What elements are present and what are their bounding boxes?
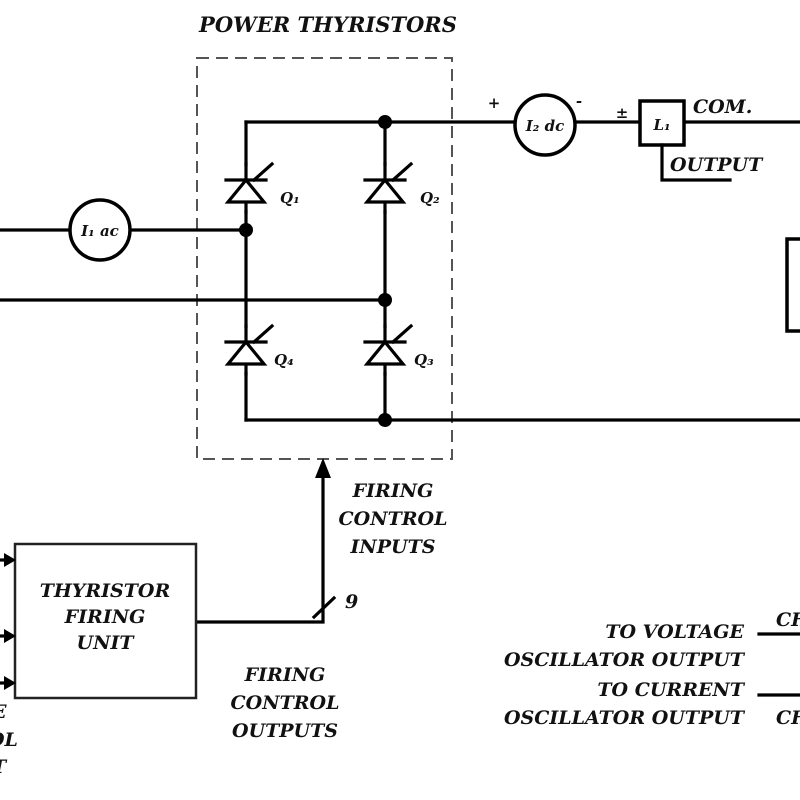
inductor-l1: L₁ ± COM. OUTPUT [616,96,764,182]
firing-inputs-line: INPUTS [350,536,436,558]
oscillator-line: TO CURRENT [597,679,745,701]
voltage-oscillator-label: TO VOLTAGE OSCILLATOR OUTPUT [504,621,746,671]
thyristor-icon [224,177,268,204]
output-label: OUTPUT [670,154,764,176]
dc-minus-sign: - [576,92,582,110]
dc-meter-icon [513,93,577,157]
firing-unit-line: UNIT [77,632,136,654]
junction-node [239,223,253,237]
firing-outputs-line: OUTPUTS [232,720,338,742]
label-q2: Q₂ [420,189,440,207]
left-fragment: OL [0,729,18,751]
thyristor-icon [363,177,407,204]
firing-control-bus: 9 [194,458,358,624]
thyristor-q4 [224,323,275,376]
thyristor-icon [363,339,407,366]
arrow-up-icon [315,458,331,478]
firing-unit-line: THYRISTOR [40,580,171,602]
firing-inputs-line: CONTROL [339,508,448,530]
thyristor-q3 [363,323,414,376]
firing-outputs-line: FIRING [244,664,326,686]
arrow-right-icon [4,629,16,643]
thyristor-firing-unit: THYRISTOR FIRING UNIT [13,542,198,700]
ac-meter-label: I₁ ac [80,222,119,240]
arrow-right-icon [4,676,16,690]
thyristor-q2 [363,161,414,214]
dc-current-meter: I₂ dc + - [488,92,582,157]
thyristor-icon [224,339,268,366]
current-oscillator-label: TO CURRENT OSCILLATOR OUTPUT [504,679,746,729]
title-power-thyristors: POWER THYRISTORS [198,12,457,37]
output-lead [660,143,732,182]
bus-slash [311,595,337,620]
firing-unit-inputs [0,553,16,690]
ac-current-meter: I₁ ac [68,198,132,262]
ac-meter-icon [68,198,132,262]
right-edge-box [785,237,800,333]
left-fragment: : [0,588,1,610]
firing-unit-box [13,542,198,700]
firing-inputs-label: FIRING CONTROL INPUTS [339,480,448,558]
firing-outputs-line: CONTROL [231,692,340,714]
junction-node [378,293,392,307]
oscillator-line: OSCILLATOR OUTPUT [504,707,746,729]
com-label: COM. [693,96,752,118]
label-q3: Q₃ [414,351,434,369]
left-fragment: E [0,701,7,723]
channel-label: CH [776,609,800,631]
firing-bus-wire [194,476,325,624]
thyristor-q1 [224,161,275,214]
junction-node [378,115,392,129]
firing-outputs-label: FIRING CONTROL OUTPUTS [231,664,340,742]
inductor-box [638,99,686,147]
firing-inputs-line: FIRING [352,480,434,502]
dc-meter-label: I₂ dc [525,117,564,135]
inductor-label: L₁ [652,116,670,134]
dc-plus-sign: + [488,94,501,112]
oscillator-line: TO VOLTAGE [605,621,744,643]
firing-unit-line: FIRING [64,606,146,628]
junction-node [378,413,392,427]
label-q4: Q₄ [274,351,294,369]
bus-count: 9 [345,591,358,613]
pm-sign: ± [616,104,629,122]
channel-label: CH [776,707,800,729]
arrow-right-icon [4,553,16,567]
left-fragment: T [0,756,8,778]
thyristor-enclosure [196,57,453,460]
label-q1: Q₁ [280,189,300,207]
oscillator-line: OSCILLATOR OUTPUT [504,649,746,671]
